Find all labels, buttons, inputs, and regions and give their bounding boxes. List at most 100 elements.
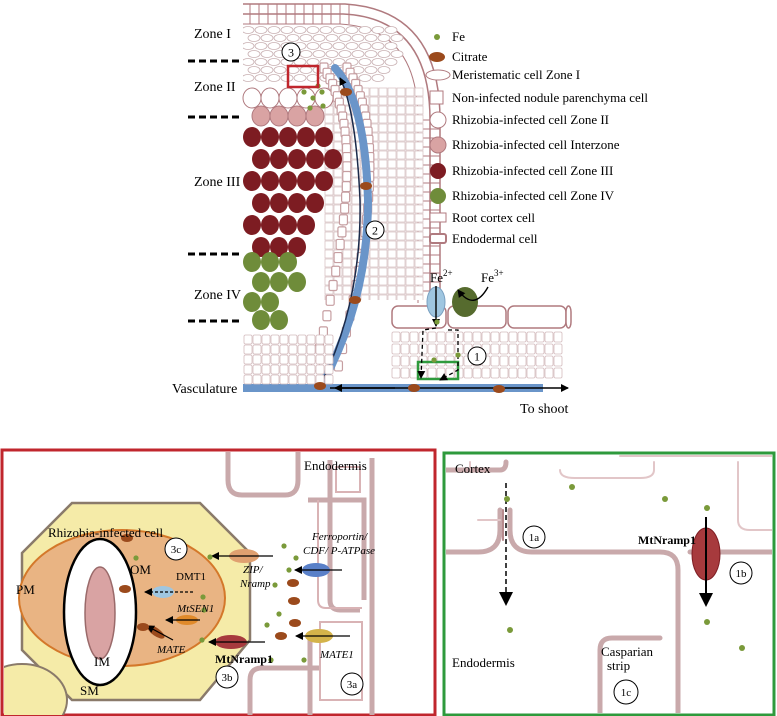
infected-cell — [279, 252, 297, 272]
meristematic-cell — [319, 42, 333, 50]
parenchyma-cell — [387, 87, 397, 97]
infected-cell — [243, 127, 261, 147]
meristematic-cell — [325, 34, 339, 42]
endodermis-label-1: Endodermis — [452, 655, 515, 670]
zone-4-label: Zone IV — [194, 288, 241, 303]
parenchyma-cell — [369, 87, 379, 97]
parenchyma-cell — [378, 204, 388, 214]
root-cortex-cell — [306, 354, 316, 365]
parenchyma-cell — [369, 258, 379, 268]
svg-text:1: 1 — [474, 350, 480, 364]
root-cortex-cell — [544, 355, 554, 367]
parenchyma-cell — [324, 222, 334, 232]
parenchyma-cell — [352, 349, 360, 357]
parenchyma-cell — [405, 258, 415, 268]
meristematic-cell — [390, 34, 404, 42]
meristematic-cell — [243, 42, 255, 50]
parenchyma-cell — [324, 213, 334, 223]
meristematic-cell — [351, 34, 365, 42]
legend-zone2-swatch — [429, 111, 447, 129]
root-cortex-cell — [535, 367, 545, 379]
meristematic-cell — [306, 26, 320, 34]
parenchyma-cell — [369, 249, 379, 259]
fe-dashed-path-2 — [439, 329, 459, 381]
parenchyma-cell — [379, 322, 387, 330]
legend-non-infected-swatch — [429, 90, 444, 105]
parenchyma-cell — [387, 132, 397, 142]
root-cortex-cell — [472, 331, 482, 343]
root-cortex-cell — [508, 331, 518, 343]
meristematic-cell — [377, 66, 391, 74]
infected-cell — [288, 237, 306, 257]
parenchyma-cell — [414, 258, 424, 268]
parenchyma-cell — [387, 204, 397, 214]
parenchyma-cell — [324, 114, 334, 124]
root-cortex-cell — [288, 354, 298, 365]
meristematic-cell — [312, 50, 326, 58]
root-cortex-cell — [391, 367, 401, 379]
root-cortex-cell — [261, 334, 271, 345]
parenchyma-cell — [360, 294, 370, 300]
endodermal-cell — [340, 202, 350, 214]
meristematic-cell — [364, 50, 378, 58]
zip-nramp-label-1: ZIP/ — [243, 564, 264, 576]
infected-cell — [288, 272, 306, 292]
parenchyma-cell — [361, 313, 369, 321]
meristematic-cell — [260, 50, 274, 58]
infected-cell — [252, 272, 270, 292]
meristematic-cell — [254, 58, 268, 66]
parenchyma-cell — [405, 186, 415, 196]
fe3-reductase — [452, 287, 478, 317]
parenchyma-cell — [370, 322, 378, 330]
infected-cell-label: Rhizobia-infected cell — [48, 525, 164, 540]
root-cortex-cell — [270, 364, 280, 375]
root-cortex-cell — [288, 374, 298, 385]
infected-cell — [315, 171, 333, 191]
panel3-citrate-markers — [119, 534, 301, 640]
root-cortex-cell — [472, 367, 482, 379]
parenchyma-cell — [324, 204, 334, 214]
meristematic-cell — [306, 58, 320, 66]
parenchyma-cell — [333, 186, 343, 196]
root-cortex-cell — [535, 355, 545, 367]
parenchyma-cell — [378, 141, 388, 151]
parenchyma-cell — [414, 177, 424, 187]
parenchyma-cell — [324, 249, 334, 259]
infected-cell — [243, 292, 261, 312]
zone-3-label: Zone III — [194, 175, 241, 190]
parenchyma-cell — [396, 249, 406, 259]
parenchyma-cell — [396, 195, 406, 205]
infected-cell — [269, 105, 289, 127]
legend-meristematic: Meristematic cell Zone I — [452, 67, 580, 82]
parenchyma-cell — [378, 96, 388, 106]
parenchyma-cell — [405, 222, 415, 232]
parenchyma-cell — [324, 195, 334, 205]
parenchyma-cell — [414, 222, 424, 232]
parenchyma-cell — [342, 258, 352, 268]
infected-cell — [278, 87, 298, 109]
meristematic-cell — [332, 26, 346, 34]
infected-cell — [270, 310, 288, 330]
infected-cell — [251, 105, 271, 127]
parenchyma-cell — [378, 240, 388, 250]
meristematic-cell — [384, 26, 398, 34]
parenchyma-cell — [351, 213, 361, 223]
infected-cell — [243, 252, 261, 272]
parenchyma-cell — [333, 168, 343, 178]
root-cortex-cell — [270, 374, 280, 385]
root-cortex-cell — [400, 343, 410, 355]
parenchyma-cell — [405, 231, 415, 241]
parenchyma-cell — [379, 304, 387, 312]
parenchyma-cell — [405, 87, 415, 97]
parenchyma-cell — [396, 159, 406, 169]
panel-1-endodermis: Cortex Endodermis MtNramp1 Casparian str… — [442, 451, 776, 716]
parenchyma-cell — [378, 186, 388, 196]
root-cortex-cell — [400, 367, 410, 379]
parenchyma-cell — [369, 294, 379, 300]
meristematic-cell — [371, 42, 385, 50]
parenchyma-cell — [342, 285, 352, 295]
parenchyma-cell — [379, 331, 387, 339]
root-cortex-cell — [418, 343, 428, 355]
parenchyma-cell — [405, 159, 415, 169]
parenchyma-cell — [405, 240, 415, 250]
